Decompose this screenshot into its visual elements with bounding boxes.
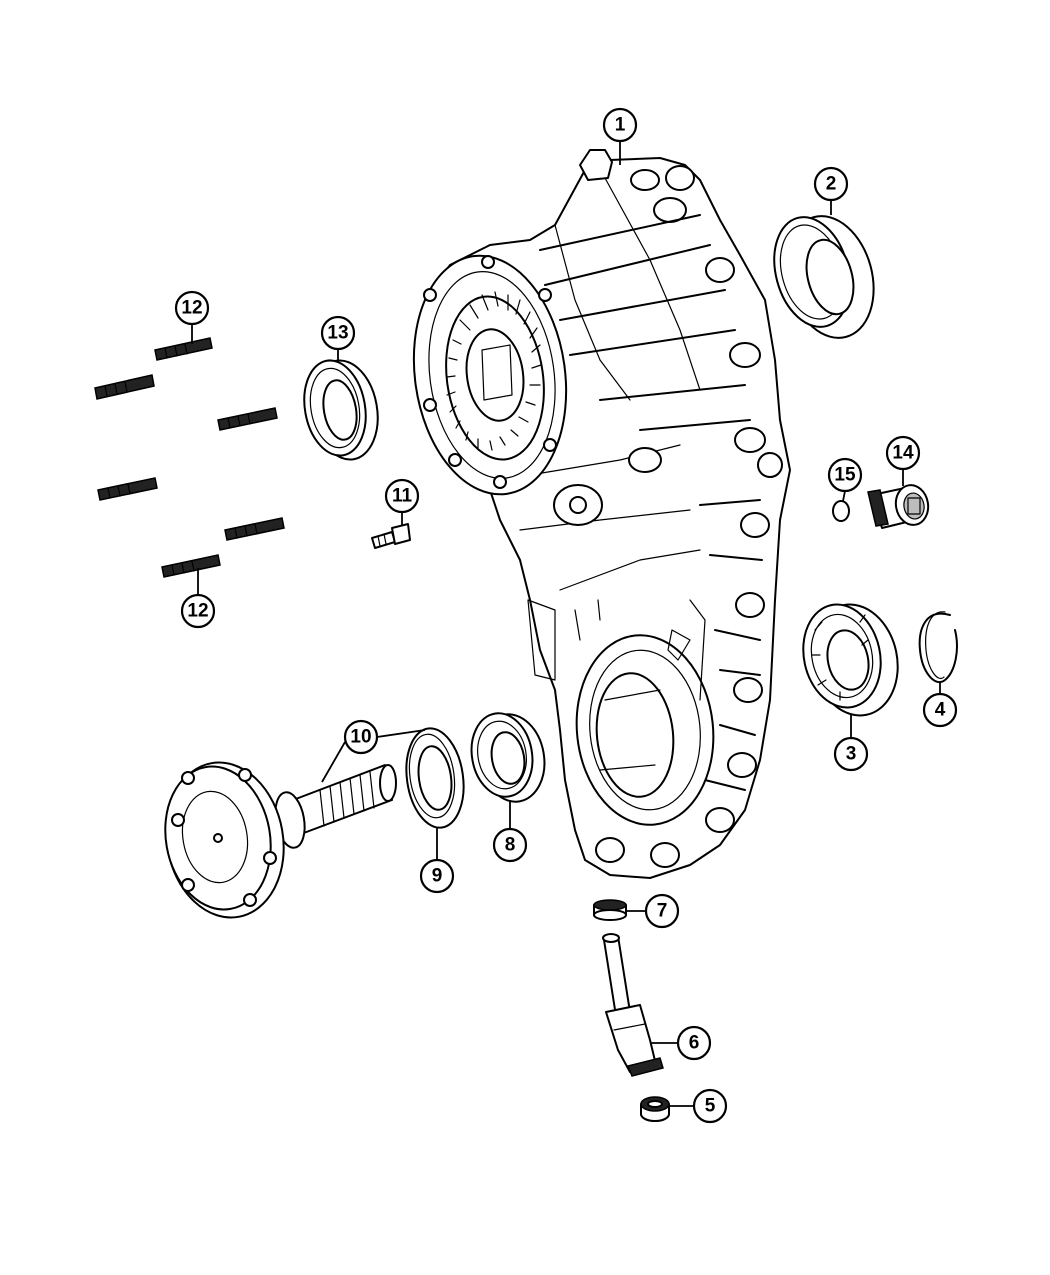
callout-4: 4 — [922, 682, 958, 728]
callout-2: 2 — [813, 166, 849, 215]
svg-text:5: 5 — [705, 1096, 716, 1117]
svg-text:10: 10 — [350, 727, 371, 748]
svg-text:7: 7 — [657, 901, 668, 922]
svg-text:15: 15 — [834, 465, 856, 486]
stud — [97, 477, 158, 501]
flange-splines — [319, 771, 375, 827]
svg-text:4: 4 — [935, 700, 946, 721]
svg-text:2: 2 — [826, 174, 837, 195]
studs-part-12 — [94, 337, 285, 578]
svg-text:3: 3 — [846, 744, 857, 765]
vent-part-11 — [371, 523, 411, 549]
bearing-part-3 — [802, 603, 899, 717]
svg-text:12: 12 — [181, 298, 202, 319]
stud — [217, 407, 278, 431]
seal-part-8 — [470, 712, 546, 803]
svg-text:14: 14 — [892, 443, 914, 464]
svg-text:12: 12 — [187, 601, 208, 622]
callout-12-bottom: 12 — [180, 568, 216, 629]
flange-part-10 — [164, 761, 397, 919]
callout-3: 3 — [833, 714, 869, 772]
o-ring-part-15 — [832, 500, 850, 522]
callout-5: 5 — [669, 1088, 728, 1124]
seal-part-2 — [773, 215, 875, 339]
callout-1: 1 — [602, 107, 638, 165]
svg-text:9: 9 — [432, 866, 443, 887]
case-housing — [412, 149, 791, 879]
stud — [154, 337, 213, 361]
svg-text:13: 13 — [327, 323, 348, 344]
svg-text:11: 11 — [392, 486, 413, 507]
washer-part-9 — [405, 727, 465, 829]
callout-12-top: 12 — [174, 290, 210, 344]
shaft-part-6 — [602, 933, 664, 1077]
stud — [224, 517, 285, 541]
callout-6: 6 — [650, 1025, 712, 1061]
switch-part-14 — [867, 484, 930, 529]
bushing-part-5 — [640, 1096, 670, 1122]
callout-11: 11 — [384, 478, 420, 526]
callout-7: 7 — [626, 893, 680, 929]
plug-part-7 — [593, 899, 627, 921]
stud — [161, 554, 221, 578]
callout-9: 9 — [419, 828, 455, 894]
snap-ring-part-4 — [918, 611, 958, 683]
stud — [94, 374, 155, 400]
seal-part-13 — [303, 359, 379, 461]
svg-text:8: 8 — [505, 835, 516, 856]
callout-10: 10 — [321, 719, 426, 783]
callout-14: 14 — [885, 435, 921, 486]
callout-15: 15 — [827, 457, 863, 502]
spline-teeth — [446, 291, 542, 451]
svg-text:6: 6 — [689, 1033, 700, 1054]
callout-8: 8 — [492, 800, 528, 863]
callout-13: 13 — [320, 315, 356, 362]
svg-text:1: 1 — [615, 115, 626, 136]
